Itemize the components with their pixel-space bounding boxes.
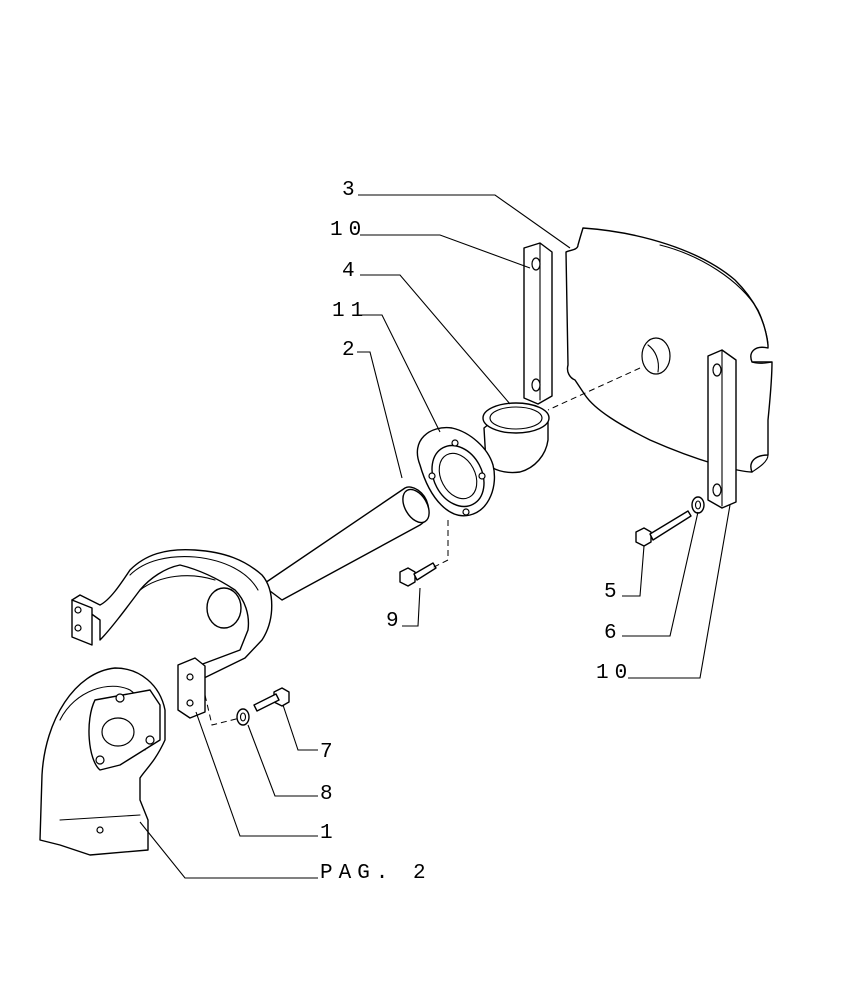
- page-reference: PAG. 2: [320, 862, 432, 885]
- bush: [482, 402, 550, 474]
- callout-7: 7: [320, 741, 339, 764]
- fork-frame: [71, 548, 273, 719]
- leader-lines: [139, 194, 731, 879]
- callout-6: 6: [604, 622, 623, 645]
- strap-upper: [523, 242, 553, 405]
- bolt-5: [635, 510, 692, 547]
- bolt-7: [253, 687, 290, 712]
- callout-3: 3: [342, 179, 361, 202]
- callout-9: 9: [386, 610, 405, 633]
- callout-1: 1: [320, 822, 339, 845]
- callout-2: 2: [342, 339, 361, 362]
- disc-plate: [565, 227, 773, 473]
- callout-8: 8: [320, 783, 339, 806]
- shaft-tube: [261, 486, 430, 601]
- assembly-lines: [204, 367, 641, 726]
- strap-lower: [707, 349, 737, 509]
- callout-labels: 3 10 4 11 2 5 6 10 9 7 8 1 PAG. 2: [320, 179, 633, 885]
- bolt-9: [399, 562, 437, 587]
- callout-4: 4: [342, 260, 361, 283]
- callout-10-lower: 10: [596, 662, 633, 685]
- washer-8: [236, 708, 250, 726]
- support-bracket: [39, 667, 166, 856]
- callout-10-upper: 10: [330, 219, 367, 242]
- flange: [416, 426, 496, 517]
- callout-5: 5: [604, 581, 623, 604]
- callout-11: 11: [332, 300, 369, 323]
- washer-6: [691, 496, 705, 514]
